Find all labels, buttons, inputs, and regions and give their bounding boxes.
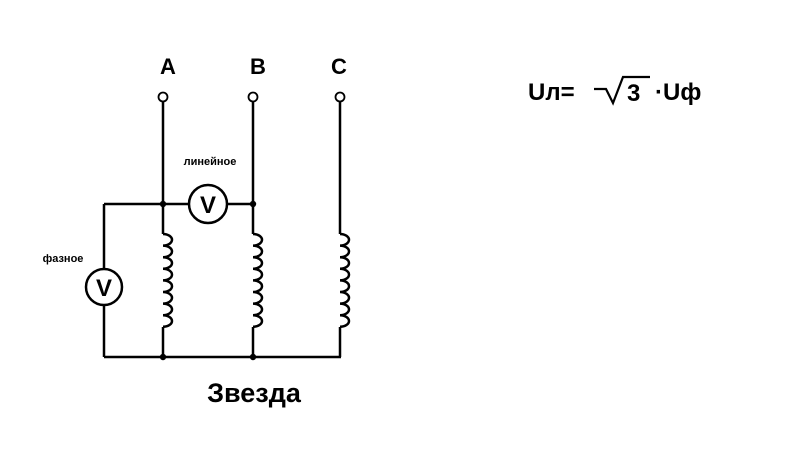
- terminal-label-a: A: [160, 54, 176, 79]
- junction-neutral-b: [249, 353, 257, 361]
- sqrt-symbol: [594, 75, 650, 106]
- junction-neutral-a: [159, 353, 167, 361]
- phase-c-coil: [339, 232, 351, 329]
- terminal-a: [157, 91, 169, 103]
- formula-lhs: Uл=: [528, 79, 575, 106]
- phase-voltmeter: [84, 267, 124, 307]
- terminal-b: [247, 91, 259, 103]
- line-voltmeter: [187, 183, 229, 225]
- line-voltmeter-glyph: V: [200, 192, 216, 219]
- terminal-label-c: C: [331, 54, 347, 79]
- junction-b: [249, 200, 257, 208]
- formula-rhs: ·Uф: [655, 79, 701, 106]
- phase-voltmeter-glyph: V: [96, 275, 112, 302]
- formula-radicand: 3: [627, 80, 640, 107]
- phase-b-coil: [252, 232, 264, 329]
- line-voltmeter-tag: линейное: [184, 156, 237, 168]
- terminal-c: [334, 91, 346, 103]
- formula: Uл= 3 ·Uф: [528, 75, 701, 107]
- terminal-label-b: B: [250, 54, 266, 79]
- phase-a-coil: [162, 232, 174, 329]
- diagram-caption: Звезда: [207, 378, 302, 408]
- phase-voltmeter-tag: фазное: [43, 253, 84, 265]
- junction-a: [159, 200, 167, 208]
